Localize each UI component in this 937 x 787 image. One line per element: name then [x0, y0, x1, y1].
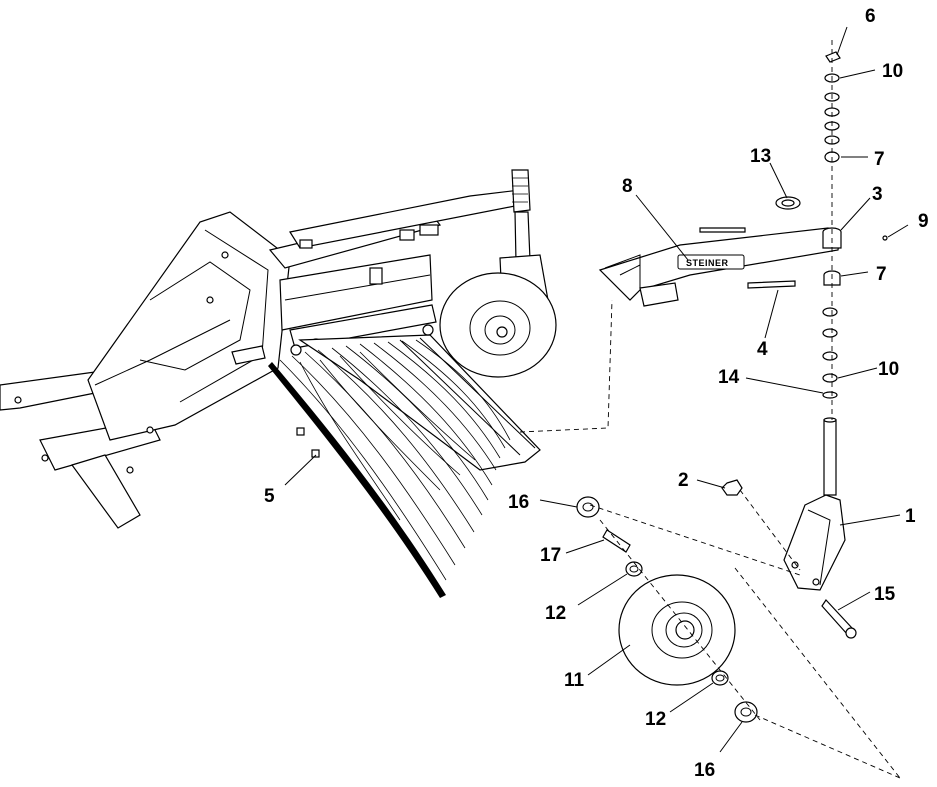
- callout-14: 14: [718, 367, 740, 388]
- caster-arm-assembly: STEINER: [576, 51, 888, 723]
- callout-16-upper: 16: [508, 492, 529, 513]
- callout-5: 5: [264, 486, 275, 507]
- callout-11: 11: [564, 670, 585, 691]
- callout-12-lower: 12: [645, 709, 666, 730]
- rake-frame-assembly: [0, 169, 557, 598]
- steiner-decal: [677, 254, 745, 270]
- callout-4: 4: [757, 339, 768, 360]
- callout-6: 6: [865, 6, 876, 27]
- callout-2: 2: [678, 470, 689, 491]
- callout-3: 3: [872, 184, 883, 205]
- callout-13: 13: [750, 146, 771, 167]
- decal-brand-text: STEINER: [686, 258, 729, 268]
- callout-10-lower: 10: [878, 359, 899, 380]
- callout-8: 8: [622, 176, 633, 197]
- callout-7-upper: 7: [874, 149, 885, 170]
- callout-16-lower: 16: [694, 760, 715, 781]
- callout-labels: 1 2 3 4 5 6 7 7 8 9 10 10 11 12 12 13 14…: [264, 6, 929, 781]
- callout-15: 15: [874, 584, 896, 605]
- assembly-lines: [519, 40, 901, 779]
- callout-17: 17: [540, 545, 561, 566]
- callout-12-upper: 12: [545, 603, 566, 624]
- callout-7-lower: 7: [876, 264, 887, 285]
- callout-9: 9: [918, 211, 929, 232]
- callout-1: 1: [905, 506, 916, 527]
- callout-10-upper: 10: [882, 61, 903, 82]
- leader-lines: [284, 26, 909, 753]
